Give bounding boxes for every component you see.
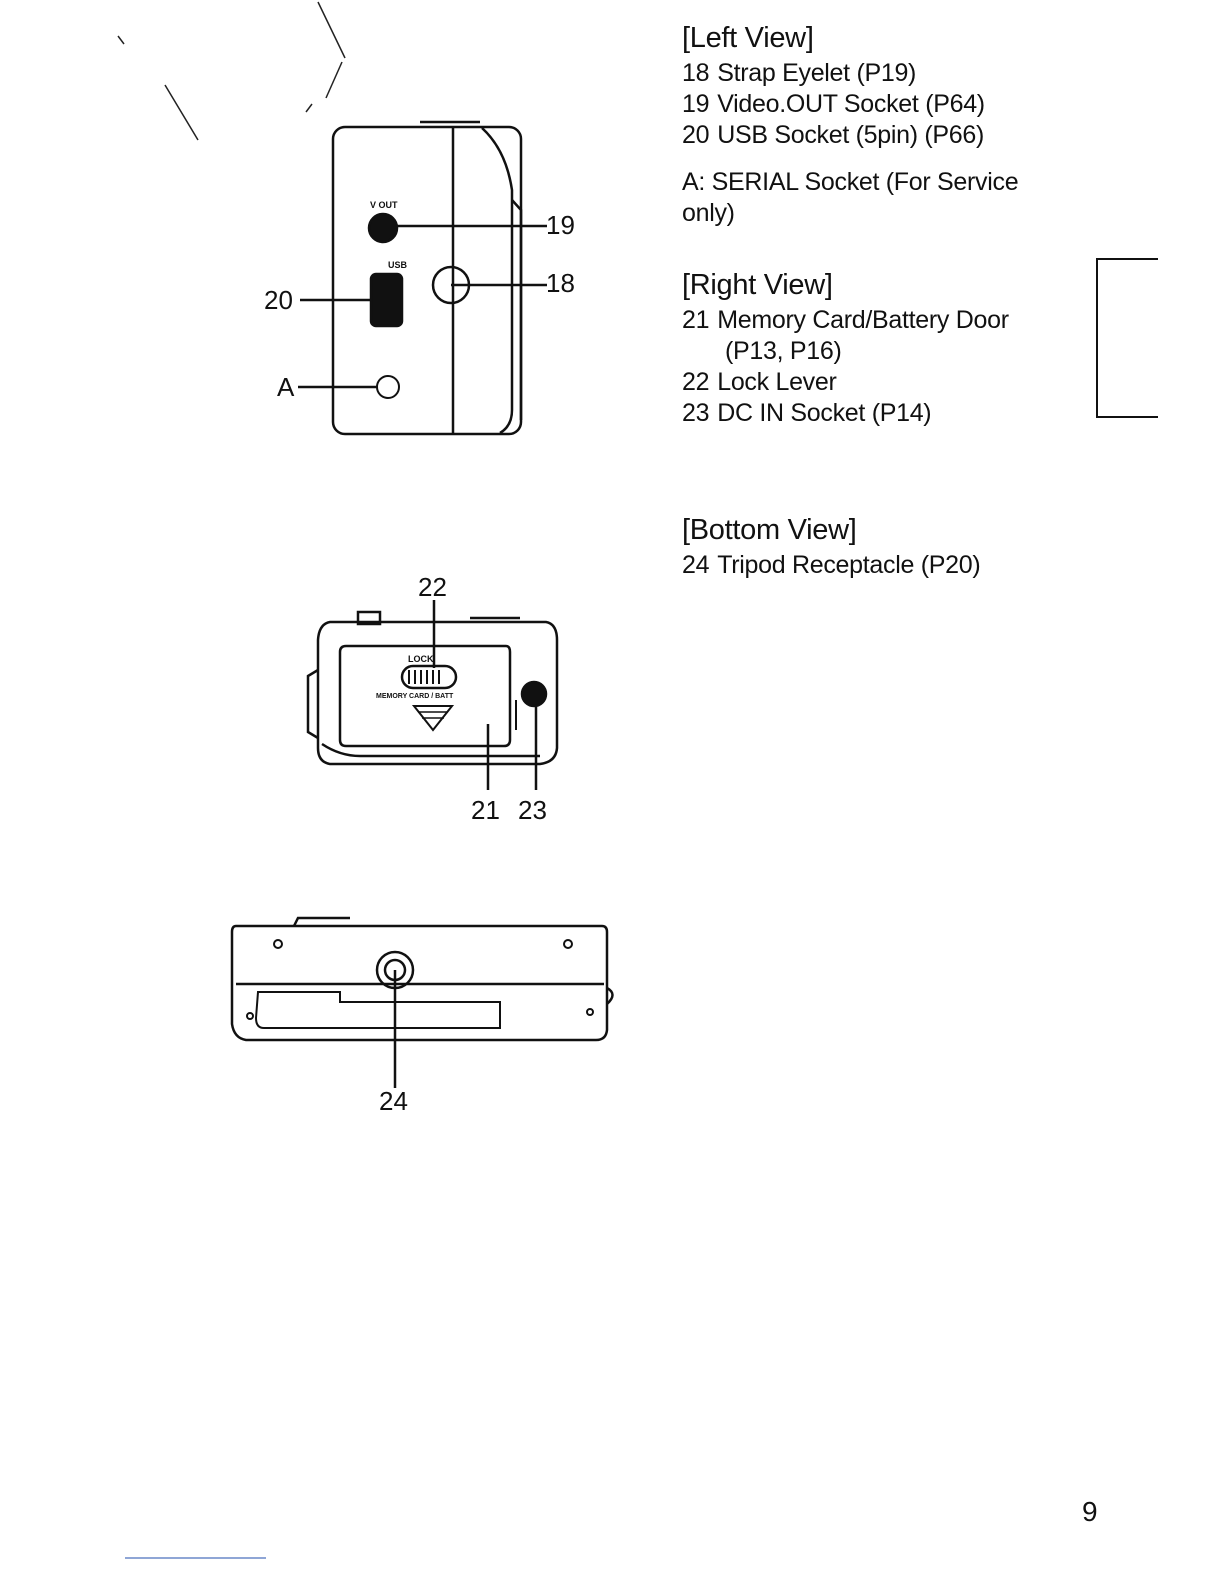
right-view-figure — [306, 600, 559, 790]
footer-line — [125, 1557, 266, 1559]
right-view-heading: [Right View] — [682, 269, 833, 301]
bottom-view-body — [230, 924, 609, 1042]
list-item-continuation: (P13, P16) — [725, 337, 842, 365]
callout-19: 19 — [546, 210, 575, 240]
section-tab-bracket — [1096, 258, 1158, 418]
callout-a: A — [277, 372, 295, 402]
callout-22: 22 — [418, 572, 447, 602]
v-out-label: V OUT — [370, 200, 398, 210]
page-number: 9 — [1082, 1496, 1098, 1527]
memory-card-door — [338, 644, 512, 748]
callout-23: 23 — [518, 795, 547, 825]
callout-21: 21 — [471, 795, 500, 825]
left-view-edge — [481, 127, 514, 435]
right-view-body — [316, 620, 559, 766]
serial-socket-note: A: SERIAL Socket (For Service only) — [682, 168, 1019, 227]
video-out-socket — [367, 212, 399, 244]
left-view-figure — [298, 120, 547, 436]
bottom-view-heading: [Bottom View] — [682, 514, 857, 546]
usb-port-label: USB — [388, 260, 408, 270]
lock-lever — [400, 664, 458, 690]
left-view-heading: [Left View] — [682, 22, 814, 54]
door-label: MEMORY CARD / BATT — [376, 693, 454, 700]
callout-20: 20 — [264, 285, 293, 315]
lock-label: LOCK — [408, 654, 434, 664]
scan-marks — [117, 1, 346, 141]
serial-socket — [376, 375, 400, 399]
dc-in-socket — [520, 680, 548, 708]
usb-socket — [369, 272, 404, 328]
callout-24: 24 — [379, 1086, 408, 1116]
callout-18: 18 — [546, 268, 575, 298]
bottom-view-figure — [230, 916, 614, 1088]
battery-compartment — [254, 991, 501, 1029]
